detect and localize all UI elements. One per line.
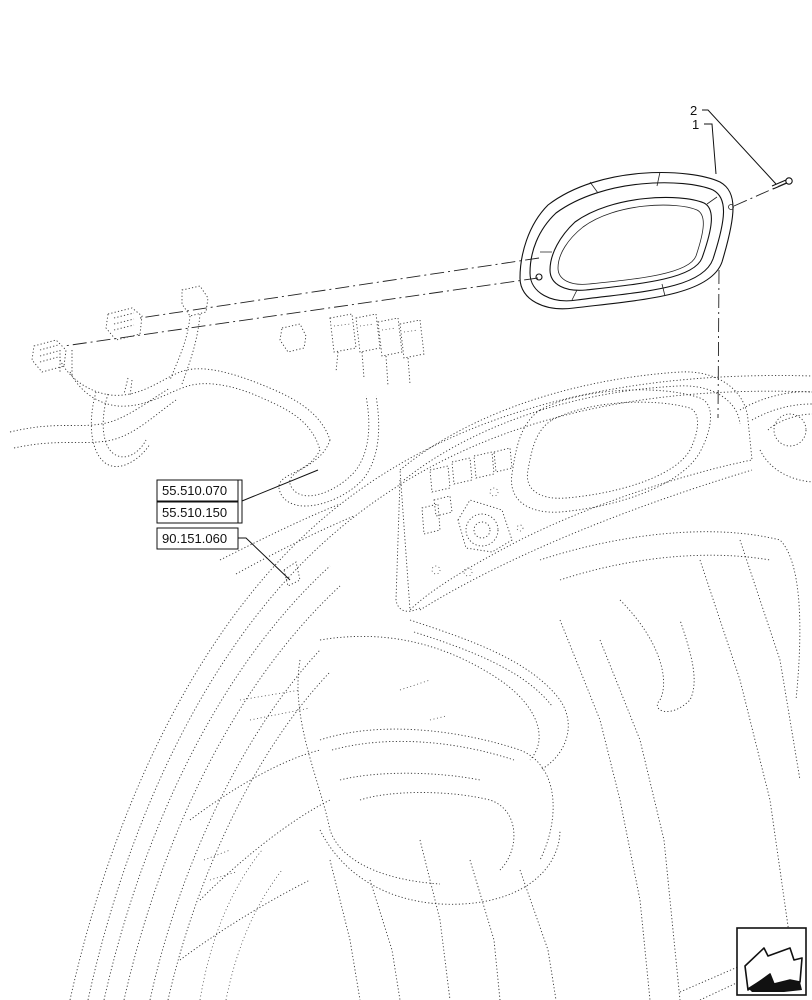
- reference-55-510-150-label: 55.510.150: [162, 505, 227, 520]
- callout-1-label: 1: [692, 117, 699, 132]
- reference-leader-55: [241, 469, 319, 502]
- reference-group: 55.510.070 55.510.150 90.151.060: [156, 469, 319, 581]
- callout-2-leader: [702, 109, 777, 185]
- callout-2-label: 2: [690, 103, 697, 118]
- reference-leader-90: [238, 537, 291, 581]
- instrument-bezel: [519, 171, 734, 310]
- assembly-lines: [63, 182, 787, 419]
- callout-1-leader: [704, 123, 717, 175]
- arrow-left-down-icon[interactable]: [736, 927, 807, 996]
- reference-90-151-060-label: 90.151.060: [162, 531, 227, 546]
- reference-55-510-150[interactable]: 55.510.150: [156, 501, 239, 524]
- callout-group: 1 2: [690, 103, 777, 185]
- reference-90-151-060[interactable]: 90.151.060: [156, 527, 239, 550]
- reference-bracket-55: [238, 479, 243, 524]
- reference-55-510-070[interactable]: 55.510.070: [156, 479, 239, 502]
- reference-55-510-070-label: 55.510.070: [162, 483, 227, 498]
- wiring-harness: [9, 285, 425, 507]
- cab-dashboard: [69, 371, 812, 1000]
